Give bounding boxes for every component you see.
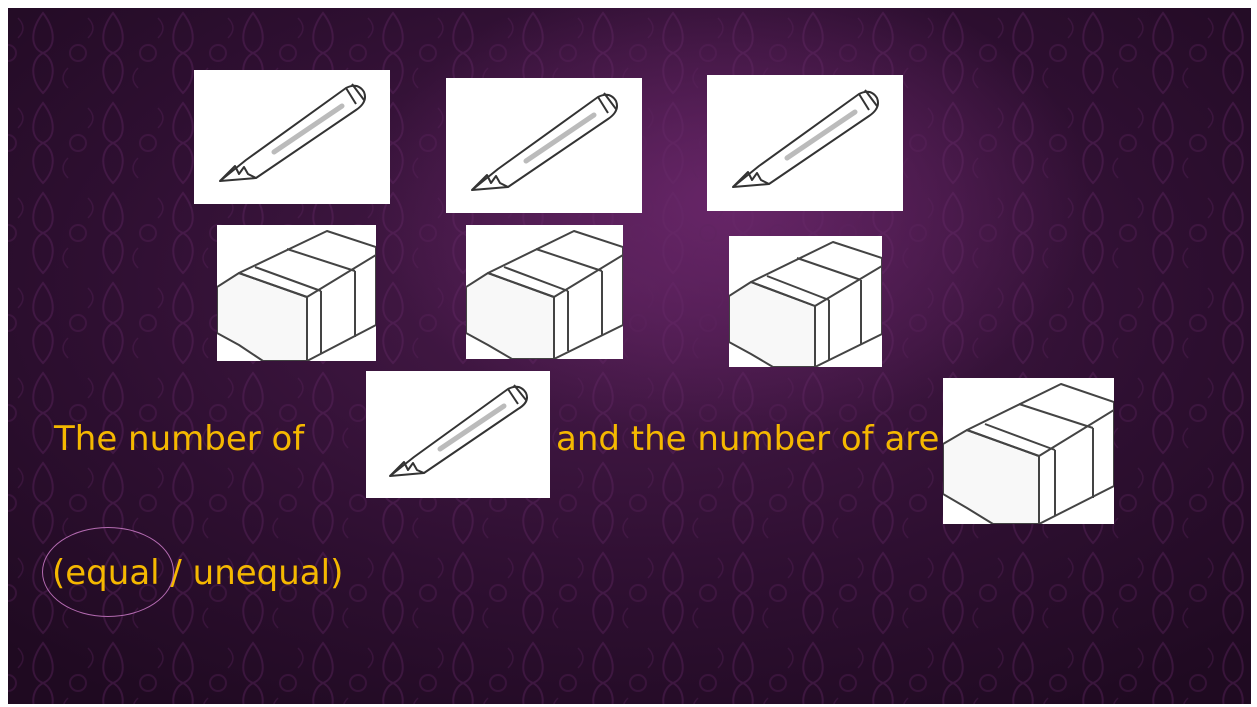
pencil-icon xyxy=(366,371,550,498)
pencil-card-1 xyxy=(194,70,390,204)
pencil-icon xyxy=(446,78,642,213)
sentence-part-2: and the number of are xyxy=(556,422,939,456)
eraser-icon xyxy=(729,236,882,367)
sentence-part-1: The number of xyxy=(54,422,304,456)
eraser-card-3 xyxy=(729,236,882,367)
eraser-card-2 xyxy=(466,225,623,359)
eraser-card-1 xyxy=(217,225,376,361)
selected-answer-circle xyxy=(42,527,174,617)
eraser-icon xyxy=(466,225,623,359)
pencil-card-3 xyxy=(707,75,903,211)
pencil-card-2 xyxy=(446,78,642,213)
pencil-inline-card xyxy=(366,371,550,498)
eraser-inline-card xyxy=(943,378,1114,524)
eraser-icon xyxy=(943,378,1114,524)
pencil-icon xyxy=(194,70,390,204)
slide: The number of and the number of are (equ… xyxy=(8,8,1251,704)
eraser-icon xyxy=(217,225,376,361)
pencil-icon xyxy=(707,75,903,211)
